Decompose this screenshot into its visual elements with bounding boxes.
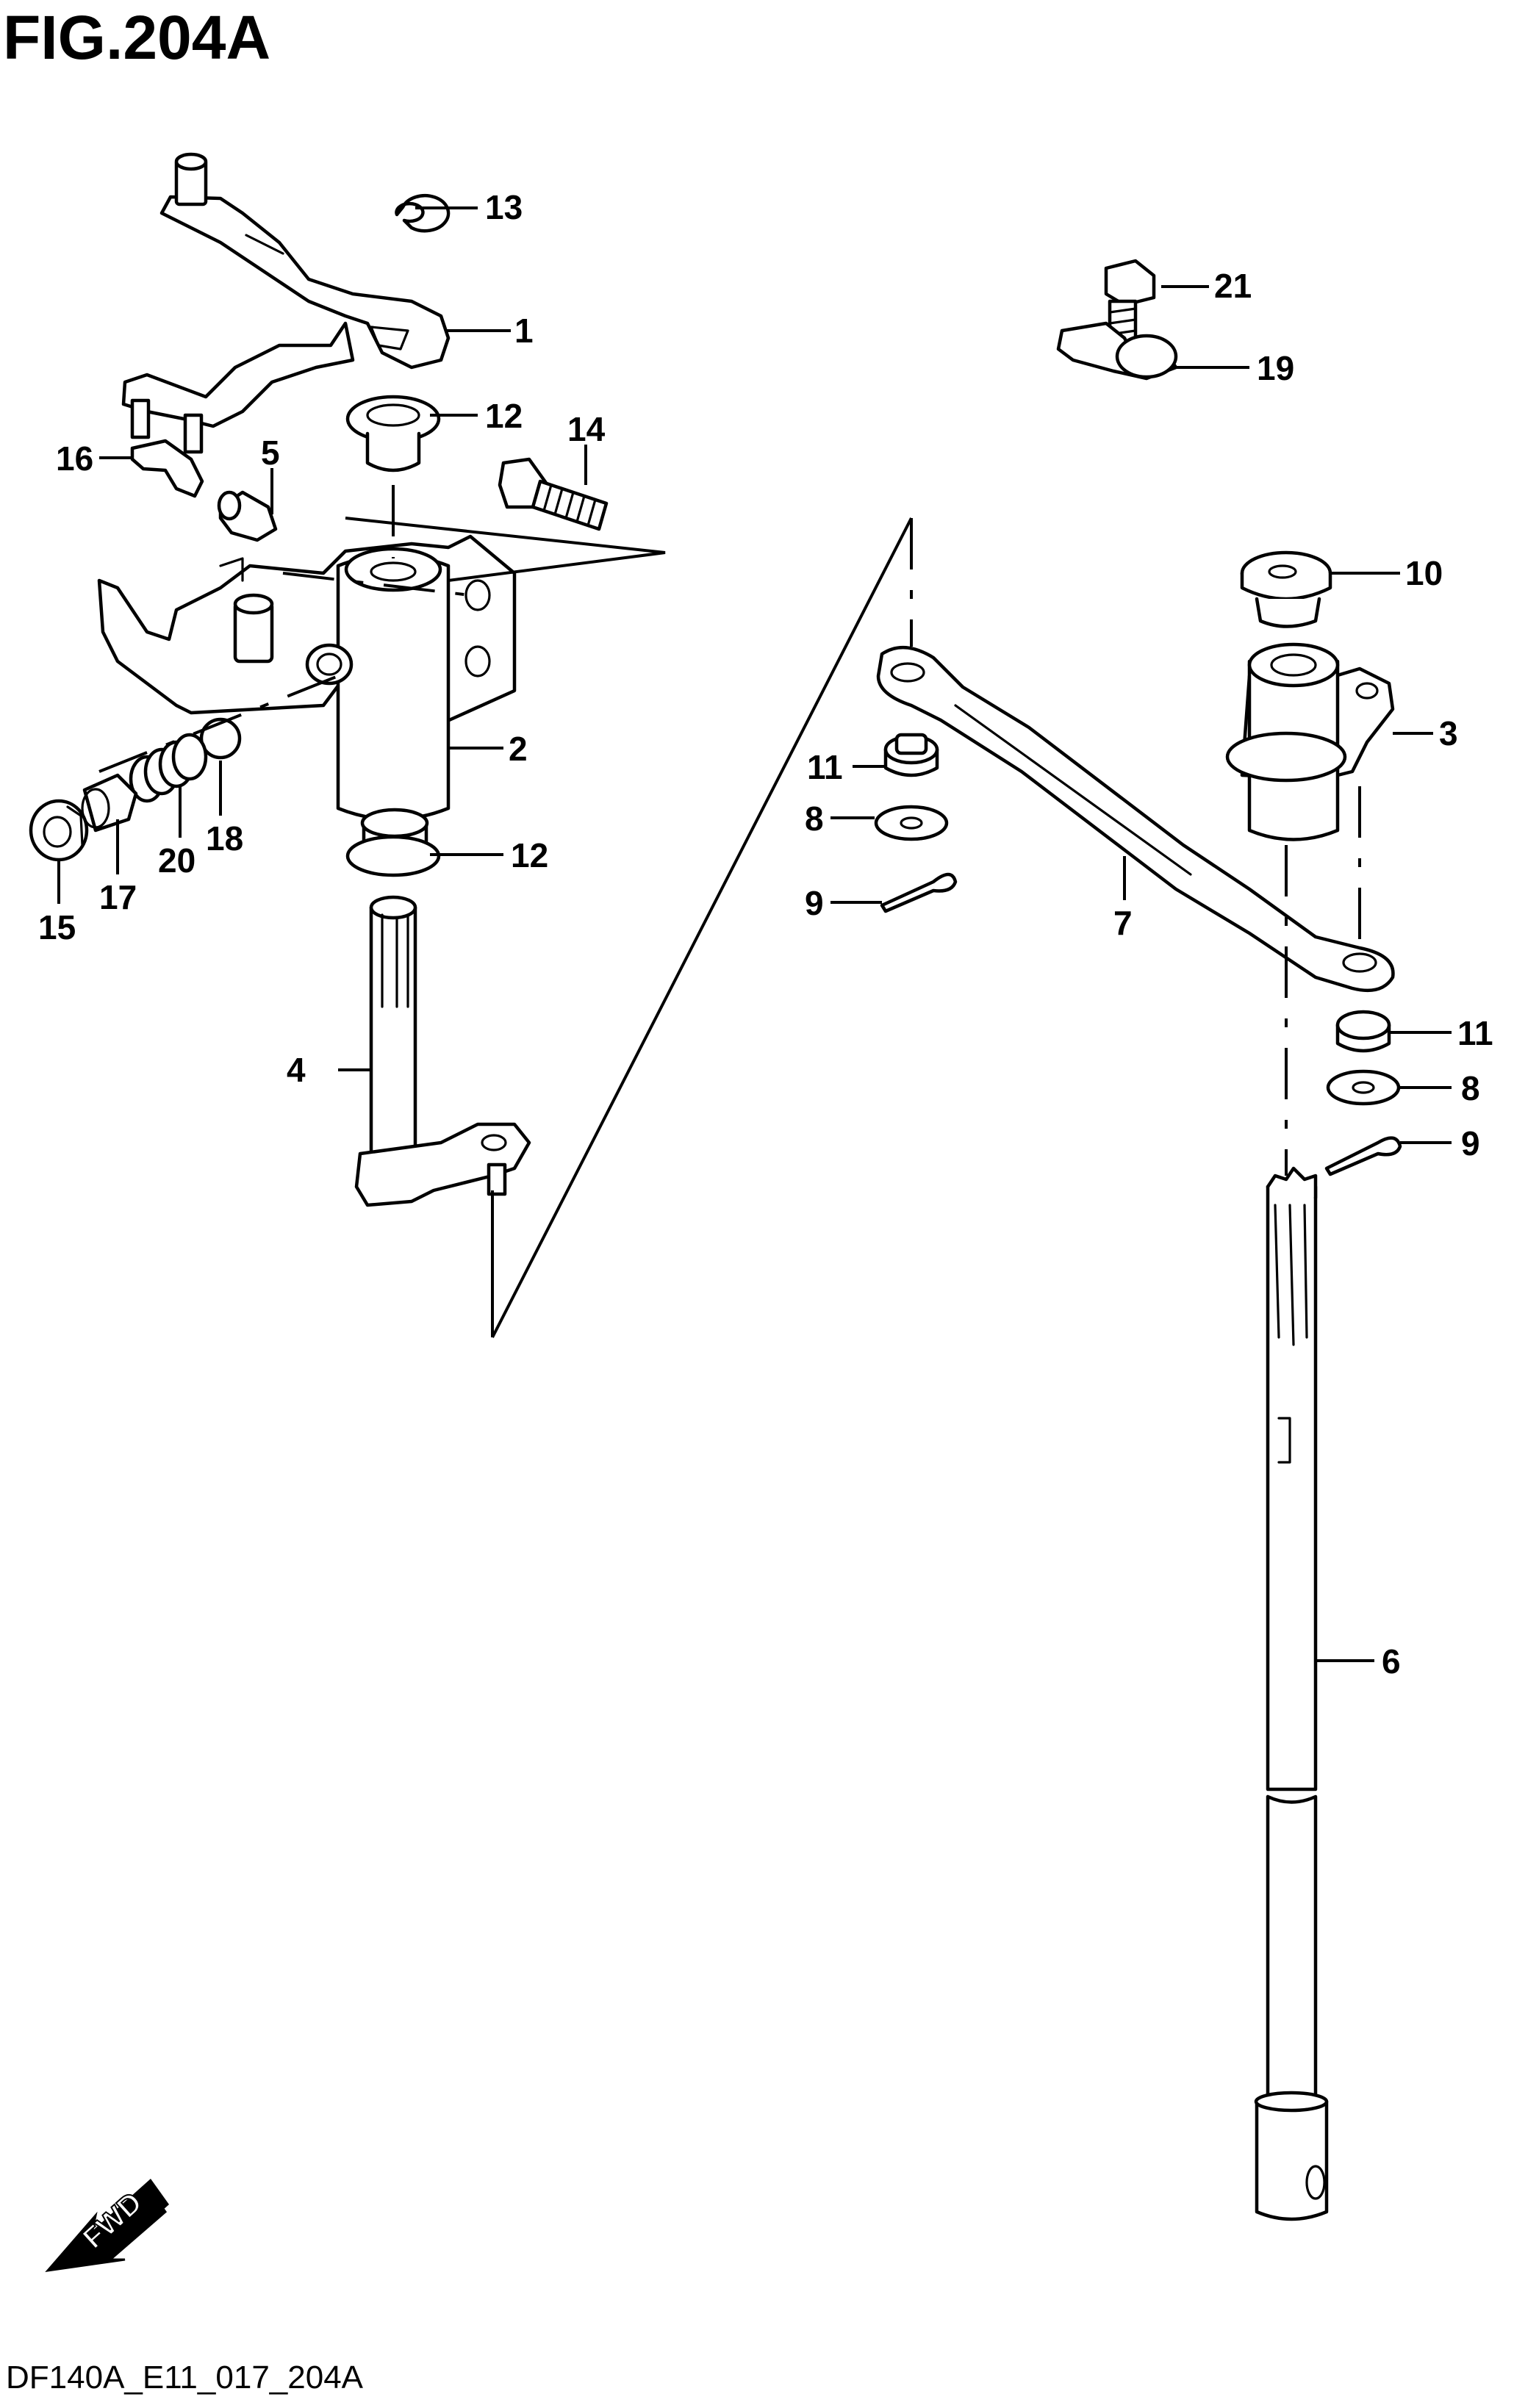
- callout-19: 19: [1257, 349, 1294, 387]
- part-2-bracket: [97, 534, 517, 822]
- callout-16: 16: [56, 439, 93, 478]
- callout-18: 18: [206, 819, 243, 858]
- callout-13: 13: [485, 188, 523, 226]
- part-11-bushing-left: [883, 733, 939, 777]
- assembly-lines: [98, 485, 1361, 1338]
- figure-code: DF140A_E11_017_204A: [6, 2360, 364, 2396]
- callout-21: 21: [1214, 267, 1252, 305]
- part-9-cotter-pin-left: [880, 872, 958, 913]
- part-17-bush: [81, 773, 138, 833]
- callout-10: 10: [1405, 554, 1443, 592]
- part-19-clamp: [1056, 321, 1178, 381]
- part-8-washer-left: [874, 805, 949, 841]
- callout-8-left: 8: [805, 799, 824, 838]
- callout-9-right: 9: [1461, 1124, 1480, 1162]
- part-15-plug: [29, 799, 89, 862]
- callout-1: 1: [514, 312, 534, 350]
- callout-12-lower: 12: [511, 836, 548, 874]
- part-8-washer-right: [1326, 1069, 1401, 1106]
- part-12-bushing-upper: [345, 395, 441, 472]
- part-7-link-rod: [876, 645, 1395, 993]
- callout-leaders: [57, 206, 1452, 1662]
- part-10-cap: [1240, 550, 1332, 628]
- part-11-bushing-right: [1335, 1010, 1391, 1053]
- part-14-bolt: [498, 457, 609, 531]
- part-3-lever: [1225, 642, 1395, 841]
- callout-5: 5: [261, 434, 280, 472]
- callout-8-right: 8: [1461, 1069, 1480, 1107]
- callout-15: 15: [38, 908, 76, 946]
- callout-6: 6: [1382, 1642, 1401, 1681]
- part-5-nipple: [217, 490, 278, 542]
- part-18-ball: [199, 717, 242, 760]
- fwd-arrow-icon: FWD: [45, 2179, 169, 2273]
- part-9-cotter-pin-right: [1324, 1136, 1402, 1176]
- part-6-shift-shaft: [1254, 1166, 1329, 2221]
- callout-2: 2: [509, 730, 528, 768]
- part-12-bushing-lower: [345, 808, 441, 877]
- callout-17: 17: [99, 878, 137, 916]
- part-1-clutch-lever: [121, 152, 451, 454]
- callout-labels: 13 1 12 14 16 5 2 18 20 17 15 12 4 21 19…: [38, 188, 1493, 1681]
- callout-11-left: 11: [807, 748, 843, 786]
- part-13-e-ring: [395, 193, 451, 233]
- part-4-shaft: [354, 895, 531, 1207]
- callout-3: 3: [1439, 714, 1458, 752]
- part-21-bolt: [1104, 259, 1156, 344]
- part-20-spring: [129, 733, 208, 803]
- callout-12-upper: 12: [485, 397, 523, 435]
- part-16-clip: [130, 439, 204, 498]
- callout-7: 7: [1113, 904, 1133, 942]
- callout-9-left: 9: [805, 884, 824, 922]
- callout-4: 4: [287, 1051, 306, 1089]
- callout-11-right: 11: [1457, 1014, 1493, 1052]
- figure-title: FIG.204A: [3, 3, 270, 72]
- callout-14: 14: [567, 410, 606, 448]
- callout-20: 20: [158, 841, 195, 880]
